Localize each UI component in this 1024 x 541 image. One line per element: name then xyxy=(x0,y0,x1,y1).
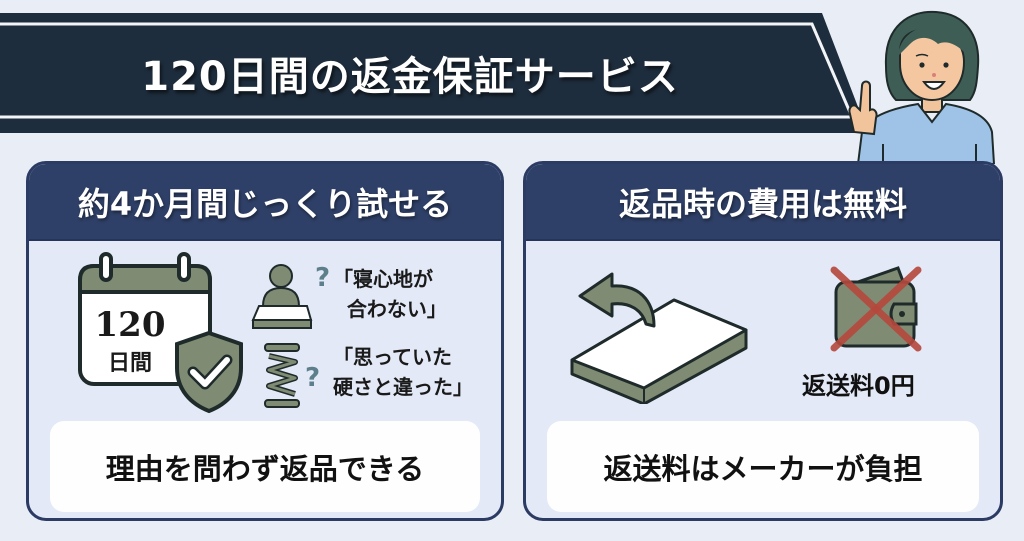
page-title: 120日間の返金保証サービス xyxy=(141,54,679,100)
reason-text-firmness: 「思っていた 硬さと違った」 xyxy=(333,345,473,399)
svg-text:日間: 日間 xyxy=(108,351,152,376)
trial-period-panel: 約4か月間じっくり試せる 120 日間 ? xyxy=(26,161,504,521)
title-banner: 120日間の返金保証サービス xyxy=(0,0,880,140)
maker-pays-shipping-note: 返送料はメーカーが負担 xyxy=(547,421,979,512)
banner-shape xyxy=(0,13,868,133)
free-return-panel: 返品時の費用は無料 返送料0円 返送料はメーカーが負担 xyxy=(523,161,1003,521)
zero-return-fee-label: 返送料0円 xyxy=(802,372,915,400)
mattress-return-arrow-icon xyxy=(566,264,756,406)
reason-text-comfort: 「寝心地が 合わない」 xyxy=(333,267,447,321)
shield-check-icon xyxy=(173,330,245,414)
no-reason-return-note: 理由を問わず返品できる xyxy=(50,421,480,512)
svg-text:?: ? xyxy=(315,263,330,293)
woman-pointing-up-icon xyxy=(838,4,1008,165)
spring-question-icon: ? xyxy=(263,342,333,412)
panel-header: 約4か月間じっくり試せる xyxy=(29,164,501,241)
wallet-crossed-out-icon xyxy=(828,264,924,354)
svg-text:120: 120 xyxy=(95,305,166,345)
panel-header: 返品時の費用は無料 xyxy=(526,164,1000,241)
svg-text:?: ? xyxy=(305,363,320,393)
person-on-mattress-question-icon: ? xyxy=(251,262,331,332)
